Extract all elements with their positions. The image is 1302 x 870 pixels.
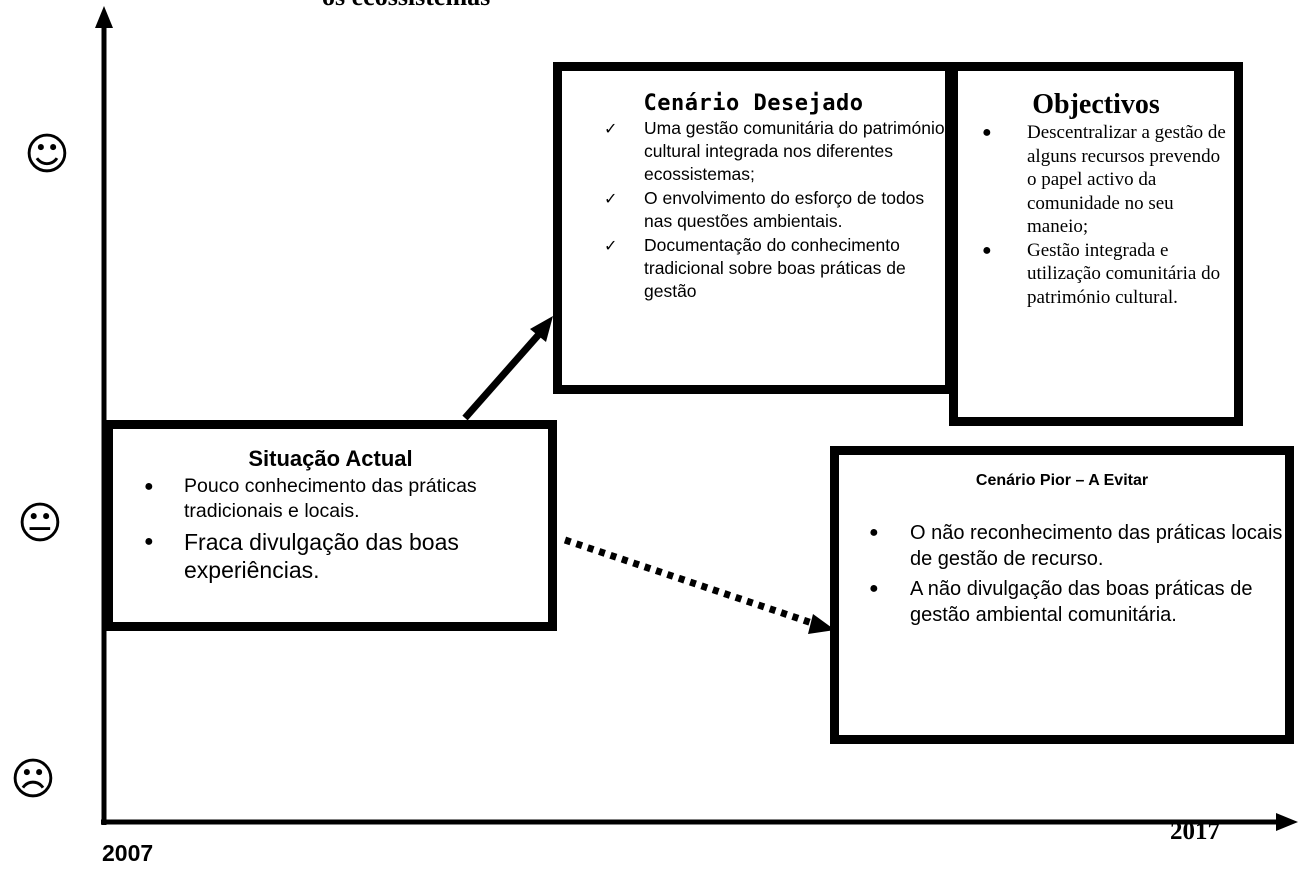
worst-scenario-box: Cenário Pior – A Evitar ● O não reconheci… [830,446,1294,744]
x-axis-start-label: 2007 [102,840,154,866]
objectives-box: Objectivos ● Descentralizar a gestão de a… [949,62,1243,426]
objectives-list: ● Descentralizar a gestão de alguns recur… [958,121,1234,309]
list-item: ● A não divulgação das boas práticas de g… [839,576,1285,628]
current-situation-box: Situação Actual ● Pouco conhecimento das … [104,420,557,631]
desired-scenario-title: Cenário Desejado [643,91,864,116]
neutral-face-icon: 😐 [17,498,63,549]
list-item: ● Fraca divulgação das boas experiências. [113,528,548,584]
bullet-icon: ● [144,533,154,550]
list-item-text: Gestão integrada e utilização comunitári… [1027,239,1221,308]
list-item-text: Documentação do conhecimento tradicional… [644,235,906,301]
worst-scenario-list: ● O não reconhecimento das práticas locai… [839,520,1285,628]
check-icon: ✓ [604,189,618,208]
bullet-icon: ● [869,580,879,597]
page-title-partial: os ecossistemas [322,0,490,12]
x-axis-arrowhead [1276,813,1298,831]
check-icon: ✓ [604,119,618,138]
bullet-icon: ● [144,478,154,495]
current-situation-title: Situação Actual [248,446,413,471]
list-item: ✓ O envolvimento do esforço de todos nas … [562,187,945,233]
list-item: ✓ Documentação do conhecimento tradiciona… [562,234,945,303]
arrow-to-worst [563,536,820,629]
y-axis-arrowhead [95,6,113,28]
list-item-text: O não reconhecimento das práticas locais… [910,522,1283,570]
list-item: ● Gestão integrada e utilização comunitár… [958,239,1234,310]
list-item-text: A não divulgação das boas práticas de ge… [910,578,1253,626]
list-item: ✓ Uma gestão comunitária do património cu… [562,117,945,186]
list-item-text: Descentralizar a gestão de alguns recurs… [1027,122,1226,237]
list-item-text: O envolvimento do esforço de todos nas q… [644,188,925,231]
objectives-title: Objectivos [1032,89,1160,120]
arrow-to-worst-head [808,614,835,634]
worst-scenario-title: Cenário Pior – A Evitar [975,472,1149,489]
bullet-icon: ● [869,524,879,541]
list-item: ● Pouco conhecimento das práticas tradici… [113,474,548,524]
sad-face-icon: ☹ [10,754,56,805]
x-axis-end-label: 2017 [1170,818,1220,845]
bullet-icon: ● [982,124,992,141]
list-item-text: Pouco conhecimento das práticas tradicio… [184,475,477,522]
check-icon: ✓ [604,236,618,255]
arrow-to-desired [462,329,544,421]
desired-scenario-box: Cenário Desejado ✓ Uma gestão comunitária… [553,62,954,394]
arrow-to-desired-head [530,316,553,342]
bullet-icon: ● [982,241,992,259]
current-situation-list: ● Pouco conhecimento das práticas tradici… [113,474,548,584]
list-item: ● O não reconhecimento das práticas locai… [839,520,1285,572]
list-item: ● Descentralizar a gestão de alguns recur… [958,121,1234,239]
desired-scenario-list: ✓ Uma gestão comunitária do património cu… [562,117,945,303]
happy-face-icon: ☺ [24,129,70,180]
list-item-text: Fraca divulgação das boas experiências. [184,529,459,583]
list-item-text: Uma gestão comunitária do património cul… [644,118,945,184]
